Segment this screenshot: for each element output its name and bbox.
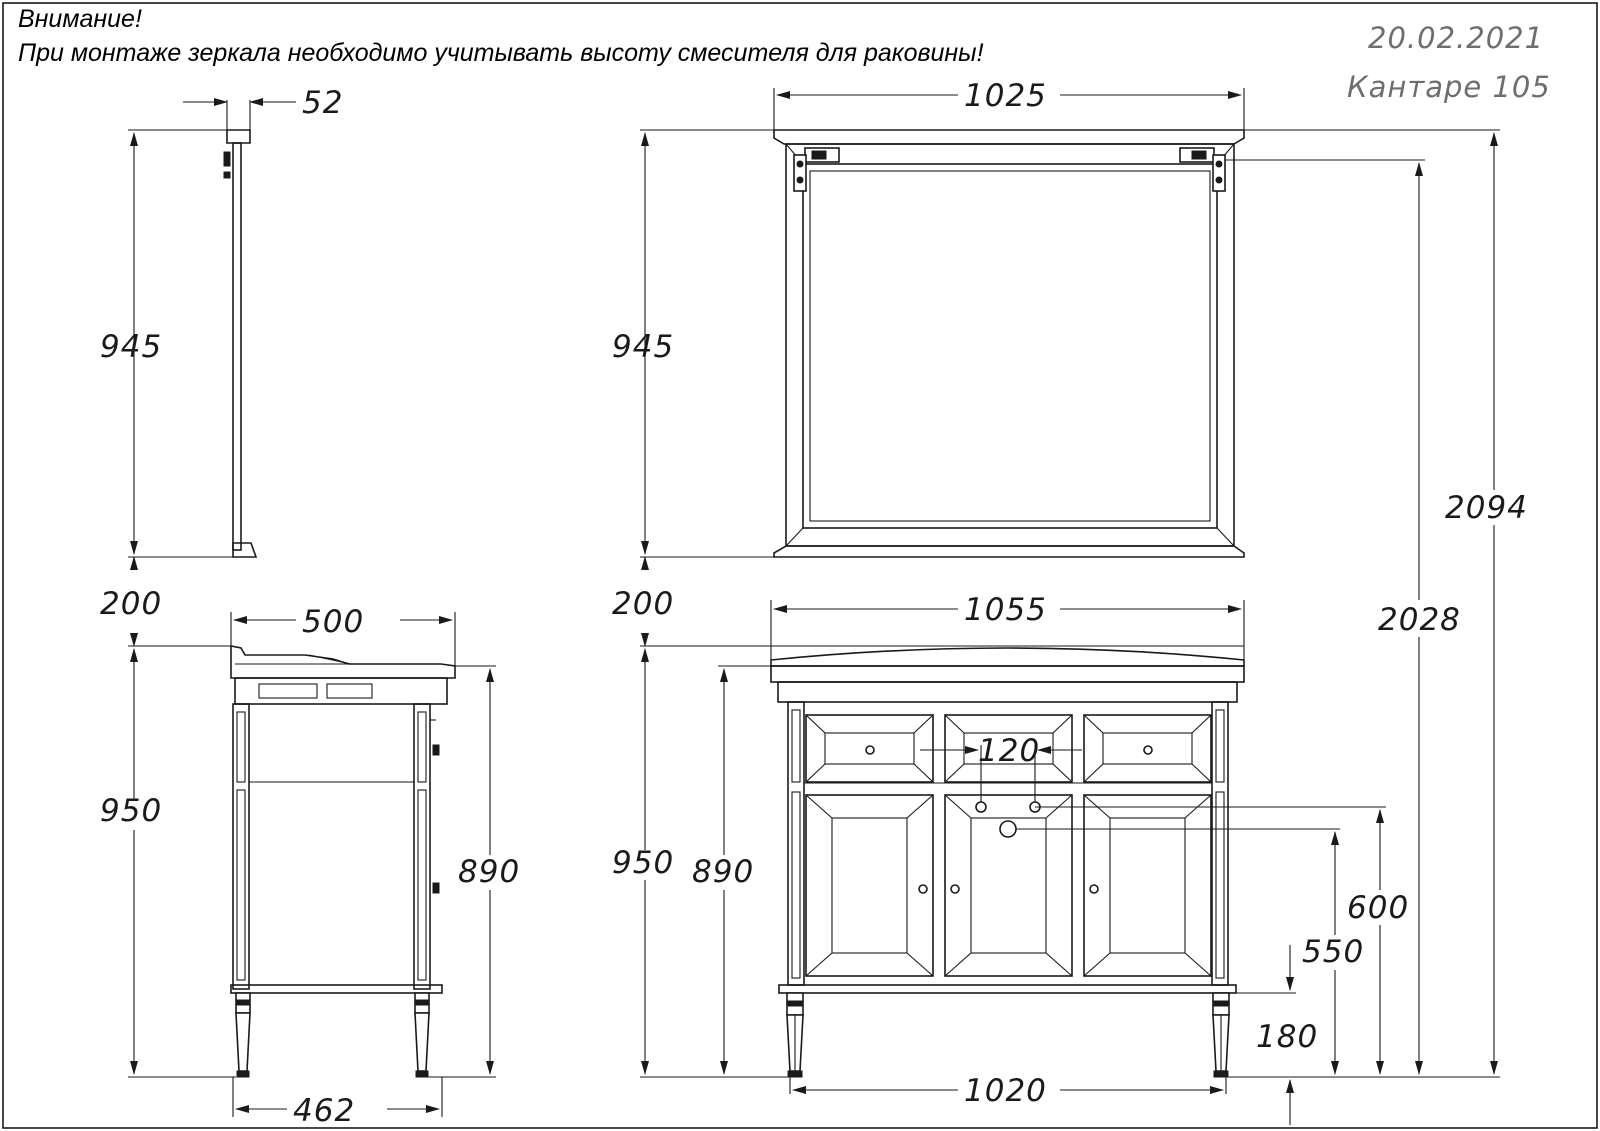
dim-vanity-top-width: 1055: [770, 592, 1245, 660]
dim-gap-front: 200: [612, 556, 674, 647]
dim-faucet-spacing: 120: [920, 733, 1082, 802]
dim-vanity-depth-top: 500: [230, 604, 456, 666]
dim-945-side-label: 945: [100, 329, 162, 365]
dim-550-label: 550: [1302, 934, 1364, 970]
dim-drain-height-180: 180: [1236, 945, 1318, 1125]
dim-mirror-width: 1025: [773, 78, 1245, 130]
dim-1025-label: 1025: [964, 78, 1047, 114]
dim-120-label: 120: [978, 733, 1040, 769]
dim-vanity-depth-bottom: 462: [232, 1077, 443, 1129]
vanity-side-view: [230, 645, 456, 1078]
dim-890-front-label: 890: [692, 854, 754, 890]
dim-vanity-bottom-width: 1020: [789, 1073, 1227, 1109]
mirror-side-view: [223, 129, 258, 558]
dim-1020-label: 1020: [964, 1073, 1047, 1109]
dim-mirror-mount-height: 2028: [1225, 159, 1461, 1075]
dim-950-front-label: 950: [612, 845, 674, 881]
vanity-front-view: [770, 647, 1245, 1078]
dim-2028-label: 2028: [1378, 602, 1461, 638]
dim-mirror-side-height: 945: [100, 129, 233, 558]
mirror-front-view: [773, 129, 1245, 558]
vanity-side-foot-right-icon: [414, 992, 430, 1078]
mirror-bracket-left-icon: [793, 147, 840, 192]
stamp-date: 20.02.2021: [1368, 21, 1544, 55]
stamp-model: Кантаре 105: [1347, 70, 1551, 104]
dim-vanity-side-body-height: 890: [428, 665, 520, 1078]
mirror-bracket-right-icon: [1179, 147, 1226, 192]
dim-mirror-depth: 52: [183, 85, 343, 130]
dim-mirror-front-height: 945: [612, 129, 774, 558]
dim-950-side-label: 950: [100, 793, 162, 829]
vanity-side-foot-left-icon: [235, 992, 251, 1078]
dim-945-front-label: 945: [612, 329, 674, 365]
vanity-front-foot-left-icon: [786, 992, 804, 1078]
dim-1055-label: 1055: [964, 592, 1047, 628]
dim-200-front-label: 200: [612, 586, 674, 622]
dim-2094-label: 2094: [1445, 490, 1528, 526]
notice-text: При монтаже зеркала необходимо учитывать…: [18, 39, 984, 67]
dim-pipe-height-550: 550: [1016, 828, 1364, 1075]
pipe-hole-left: [975, 801, 987, 813]
notice-title: Внимание!: [18, 5, 142, 33]
dim-pipe-height-600: 600: [1035, 806, 1409, 1075]
dim-462-label: 462: [293, 1093, 355, 1129]
dim-gap-side: 200: [100, 556, 162, 647]
dim-vanity-front-body-height: 890: [692, 665, 771, 1075]
dim-600-label: 600: [1347, 890, 1409, 926]
vanity-front-foot-right-icon: [1212, 992, 1230, 1078]
drain-hole: [999, 820, 1017, 838]
dim-200-side-label: 200: [100, 586, 162, 622]
dim-52-label: 52: [302, 85, 343, 121]
dim-vanity-side-height: 950: [100, 645, 236, 1078]
dim-total-height: 2094: [1226, 129, 1528, 1078]
dim-vanity-front-height: 950: [612, 645, 1244, 1078]
dim-890-side-label: 890: [458, 854, 520, 890]
dim-500-label: 500: [302, 604, 364, 640]
dim-180-label: 180: [1256, 1019, 1318, 1055]
